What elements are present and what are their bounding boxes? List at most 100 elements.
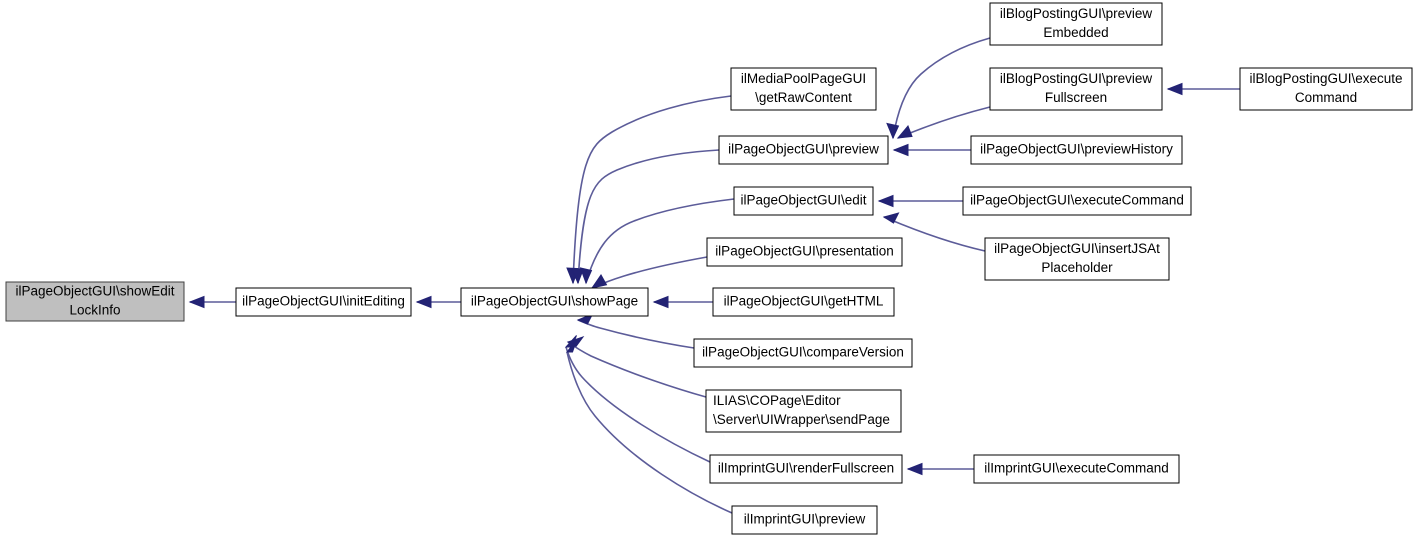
arrow-head-icon	[877, 194, 894, 208]
edges-layer	[188, 37, 1240, 514]
arrow-head-icon	[188, 295, 205, 309]
node-box[interactable]	[984, 237, 1170, 281]
edge-line	[567, 341, 707, 398]
arrow-head-icon	[892, 143, 909, 157]
node-label: ilPageObjectGUI\showPage	[471, 294, 638, 309]
node-label: Embedded	[1043, 25, 1108, 40]
graph-node-getRawContent[interactable]: ilMediaPoolPageGUI\getRawContent	[730, 67, 877, 111]
arrow-head-icon	[565, 338, 578, 353]
arrow-head-icon	[882, 212, 900, 224]
arrow-head-icon	[652, 295, 669, 309]
node-box[interactable]	[733, 186, 874, 216]
graph-node-sendPage[interactable]: ILIAS\COPage\Editor \Server\UIWrapper\sen…	[705, 389, 902, 433]
node-label: ilImprintGUI\executeCommand	[984, 461, 1169, 476]
node-box[interactable]	[235, 287, 412, 317]
node-label: ilPageObjectGUI\presentation	[715, 244, 894, 259]
edge-line	[566, 351, 733, 514]
node-box[interactable]	[731, 505, 878, 535]
node-box[interactable]	[5, 281, 185, 322]
edge-line	[577, 319, 695, 349]
node-label: ilPageObjectGUI\getHTML	[724, 294, 884, 309]
node-label: ilPageObjectGUI\insertJSAt	[994, 241, 1160, 256]
edge-line	[565, 346, 711, 463]
edge-showPage-to-initEditing	[415, 295, 461, 309]
node-label: ilPageObjectGUI\compareVersion	[702, 345, 904, 360]
edge-line	[591, 256, 708, 289]
edge-getRawContent-to-showPage	[566, 95, 732, 285]
node-label: LockInfo	[69, 303, 120, 318]
graph-node-blogExecuteCommand[interactable]: ilBlogPostingGUI\executeCommand	[1239, 67, 1413, 111]
node-box[interactable]	[730, 67, 877, 111]
edge-pageExecuteCommand-to-edit	[877, 194, 963, 208]
node-box[interactable]	[962, 186, 1192, 216]
edge-line	[892, 37, 991, 139]
node-box[interactable]	[460, 287, 649, 317]
node-box[interactable]	[709, 454, 903, 484]
edge-presentation-to-showPage	[590, 256, 708, 289]
arrow-head-icon	[896, 125, 913, 139]
graph-node-previewHistory[interactable]: ilPageObjectGUI\previewHistory	[970, 135, 1183, 165]
edge-imprintExecuteCommand-to-renderFullscreen	[906, 462, 974, 476]
node-label: Placeholder	[1041, 260, 1113, 275]
graph-node-imprintExecuteCommand[interactable]: ilImprintGUI\executeCommand	[973, 454, 1180, 484]
nodes-layer: ilPageObjectGUI\showEditLockInfoilPageOb…	[5, 2, 1413, 535]
node-label: \Server\UIWrapper\sendPage	[713, 412, 890, 427]
graph-node-compareVersion[interactable]: ilPageObjectGUI\compareVersion	[693, 338, 913, 368]
node-label: ilBlogPostingGUI\execute	[1249, 71, 1402, 86]
node-box[interactable]	[989, 67, 1163, 111]
node-label: ilPageObjectGUI\showEdit	[15, 284, 174, 299]
node-label: ilPageObjectGUI\initEditing	[242, 294, 405, 309]
graph-node-preview[interactable]: ilPageObjectGUI\preview	[718, 135, 889, 165]
edge-insertJSAtPlaceholder-to-edit	[882, 212, 986, 252]
node-label: ILIAS\COPage\Editor	[713, 393, 841, 408]
arrow-head-icon	[579, 267, 593, 285]
arrow-head-icon	[1166, 82, 1183, 96]
node-box[interactable]	[718, 135, 889, 165]
arrow-head-icon	[590, 274, 608, 289]
node-box[interactable]	[705, 389, 902, 433]
arrow-head-icon	[564, 335, 577, 348]
edge-initEditing-to-showEditLockInfo	[188, 295, 236, 309]
graph-node-getHTML[interactable]: ilPageObjectGUI\getHTML	[712, 287, 895, 317]
node-label: Fullscreen	[1045, 90, 1107, 105]
node-box[interactable]	[706, 237, 903, 267]
node-box[interactable]	[693, 338, 913, 368]
edge-line	[577, 149, 720, 284]
edge-compareVersion-to-showPage	[576, 313, 695, 349]
edge-edit-to-showPage	[579, 198, 735, 285]
graph-node-showPage[interactable]: ilPageObjectGUI\showPage	[460, 287, 649, 317]
edge-blogExecuteCommand-to-previewFullscreen	[1166, 82, 1240, 96]
graph-node-renderFullscreen[interactable]: ilImprintGUI\renderFullscreen	[709, 454, 903, 484]
node-box[interactable]	[712, 287, 895, 317]
node-label: ilPageObjectGUI\preview	[728, 142, 879, 157]
node-label: ilBlogPostingGUI\preview	[1000, 6, 1153, 21]
graph-node-edit[interactable]: ilPageObjectGUI\edit	[733, 186, 874, 216]
edge-line	[572, 95, 732, 284]
edge-line	[897, 106, 991, 139]
graph-node-imprintPreview[interactable]: ilImprintGUI\preview	[731, 505, 878, 535]
edge-previewFullscreen-to-preview	[896, 106, 991, 139]
node-label: ilPageObjectGUI\edit	[740, 193, 866, 208]
node-box[interactable]	[989, 2, 1163, 46]
arrow-head-icon	[886, 122, 900, 140]
arrow-head-icon	[415, 295, 432, 309]
edge-line	[585, 198, 735, 284]
edge-renderFullscreen-to-showPage	[564, 335, 711, 463]
graph-node-presentation[interactable]: ilPageObjectGUI\presentation	[706, 237, 903, 267]
node-label: ilImprintGUI\preview	[744, 512, 866, 527]
arrow-head-icon	[906, 462, 923, 476]
node-box[interactable]	[1239, 67, 1413, 111]
graph-node-initEditing[interactable]: ilPageObjectGUI\initEditing	[235, 287, 412, 317]
edge-getHTML-to-showPage	[652, 295, 713, 309]
edge-imprintPreview-to-showPage	[565, 338, 733, 514]
node-box[interactable]	[973, 454, 1180, 484]
node-label: Command	[1295, 90, 1357, 105]
graph-node-pageExecuteCommand[interactable]: ilPageObjectGUI\executeCommand	[962, 186, 1192, 216]
node-box[interactable]	[970, 135, 1183, 165]
